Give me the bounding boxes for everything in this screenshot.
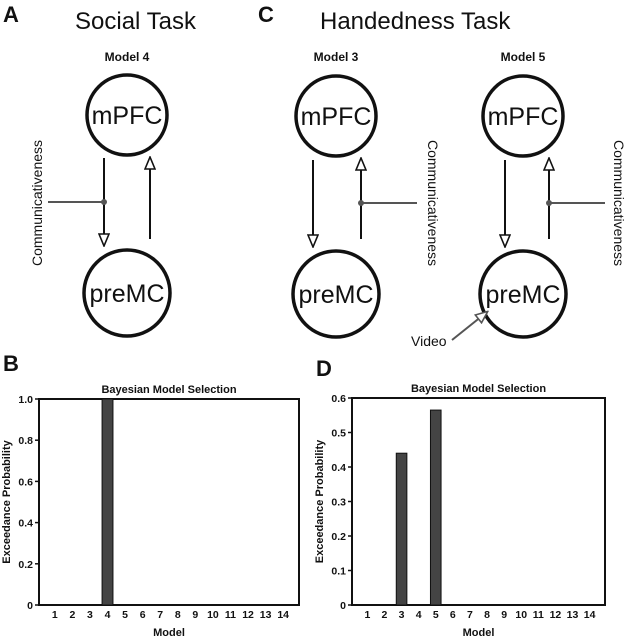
y-tick-label: 0 [27, 600, 33, 612]
x-tick-label: 11 [533, 609, 544, 621]
panel-c: C Handedness Task Model 3 mPFC preMC Com… [258, 2, 625, 349]
mpfc-node-label: mPFC [92, 102, 163, 130]
y-tick-label: 0 [340, 600, 346, 612]
x-tick-label: 11 [225, 609, 236, 621]
modulation-dot [358, 200, 364, 206]
bar-model-5 [429, 409, 442, 606]
premc-node [478, 249, 568, 339]
x-tick-label: 1 [364, 609, 370, 621]
chart-title: Bayesian Model Selection [101, 384, 236, 396]
premc-node-label: preMC [89, 280, 164, 308]
plot-area [351, 397, 606, 606]
x-tick-label: 12 [242, 609, 254, 621]
mpfc-node [481, 74, 565, 158]
modulation-dot [546, 200, 552, 206]
y-axis-label: Exceedance Probability [314, 439, 326, 563]
y-tick-label: 0.5 [331, 428, 346, 440]
x-tick-label: 14 [584, 609, 596, 621]
panel-letter-c: C [258, 2, 274, 27]
x-tick-label: 3 [399, 609, 405, 621]
x-tick-label: 4 [416, 609, 422, 621]
y-tick-label: 0.1 [331, 566, 346, 578]
model-5-label: Model 5 [501, 50, 546, 64]
x-tick-label: 7 [467, 609, 473, 621]
bar-model-3 [395, 452, 408, 606]
premc-node-label: preMC [485, 281, 560, 309]
x-tick-label: 14 [277, 609, 289, 621]
panel-letter-b: B [3, 351, 19, 376]
x-tick-label: 12 [550, 609, 562, 621]
x-tick-label: 5 [122, 609, 128, 621]
y-tick-label: 0.4 [18, 518, 33, 530]
x-tick-label: 13 [260, 609, 272, 621]
video-input-label: Video [411, 333, 447, 349]
panel-letter-d: D [316, 356, 332, 381]
communicativeness-label: Communicativeness [611, 140, 625, 266]
x-axis-label: Model [463, 627, 495, 639]
premc-node-label: preMC [298, 281, 373, 309]
modulation-dot [101, 199, 107, 205]
x-tick-label: 8 [175, 609, 181, 621]
chart-title: Bayesian Model Selection [411, 383, 546, 395]
x-tick-label: 4 [105, 609, 111, 621]
y-tick-label: 0.8 [18, 435, 33, 447]
x-tick-label: 10 [515, 609, 527, 621]
mpfc-node [85, 73, 169, 157]
bar-model-4 [101, 398, 114, 606]
panel-letter-a: A [3, 2, 19, 27]
y-tick-label: 1.0 [18, 394, 33, 406]
x-tick-label: 2 [69, 609, 75, 621]
y-tick-label: 0.4 [331, 462, 346, 474]
x-tick-label: 1 [52, 609, 58, 621]
y-tick-label: 0.3 [331, 497, 346, 509]
y-tick-label: 0.2 [18, 559, 33, 571]
x-tick-label: 2 [382, 609, 388, 621]
y-axis-label: Exceedance Probability [1, 439, 13, 563]
handedness-task-title: Handedness Task [320, 8, 511, 35]
model-4-label: Model 4 [105, 50, 150, 64]
x-tick-label: 9 [501, 609, 507, 621]
x-tick-label: 13 [567, 609, 579, 621]
plot-area [38, 398, 300, 606]
x-tick-label: 8 [484, 609, 490, 621]
x-tick-label: 5 [433, 609, 439, 621]
x-tick-label: 6 [140, 609, 146, 621]
mpfc-node [294, 74, 378, 158]
mpfc-node-label: mPFC [301, 103, 372, 131]
social-task-title: Social Task [75, 8, 197, 35]
premc-node [291, 249, 381, 339]
communicativeness-label: Communicativeness [425, 140, 441, 266]
y-tick-label: 0.2 [331, 531, 346, 543]
video-input-arrow [451, 312, 487, 341]
communicativeness-label: Communicativeness [29, 140, 45, 266]
model-3-label: Model 3 [314, 50, 359, 64]
y-tick-label: 0.6 [18, 476, 33, 488]
x-tick-label: 9 [192, 609, 198, 621]
mpfc-node-label: mPFC [488, 103, 559, 131]
x-tick-label: 7 [157, 609, 163, 621]
x-tick-label: 10 [207, 609, 219, 621]
y-tick-label: 0.6 [331, 393, 346, 405]
x-tick-label: 3 [87, 609, 93, 621]
x-tick-label: 6 [450, 609, 456, 621]
x-axis-label: Model [153, 627, 185, 639]
premc-node [82, 248, 172, 338]
panel-a: A Social Task Model 4 mPFC preMC Communi… [3, 2, 197, 338]
